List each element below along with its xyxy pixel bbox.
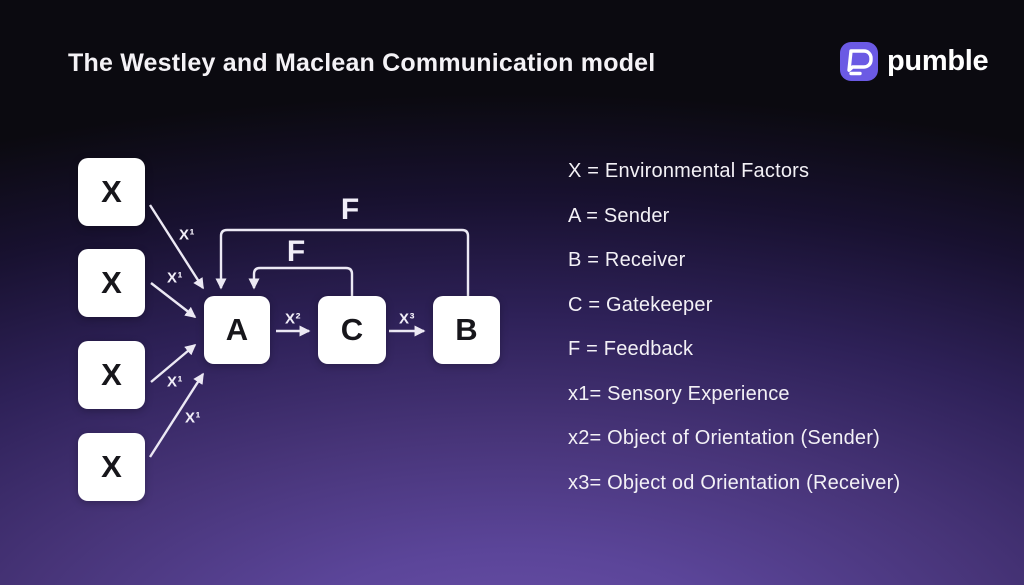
legend-item-x1: x1= Sensory Experience (568, 382, 790, 405)
brand-wordmark: pumble (887, 45, 989, 77)
legend: X = Environmental Factors A = Sender B =… (568, 159, 900, 495)
legend-item-c: C = Gatekeeper (568, 293, 713, 316)
legend-item-x: X = Environmental Factors (568, 160, 810, 182)
label-x1-top: X¹ (179, 226, 195, 244)
feedback-loop-outer (215, 228, 470, 296)
label-feedback-outer: F (340, 193, 360, 226)
node-environment-4: X (78, 433, 145, 501)
brand-logo: pumble (840, 42, 989, 81)
page-title: The Westley and Maclean Communication mo… (68, 49, 656, 77)
node-sender: A (204, 296, 270, 364)
node-gatekeeper: C (318, 296, 386, 364)
node-receiver: B (433, 296, 500, 364)
legend-item-b: B = Receiver (568, 249, 686, 271)
legend-item-a: A = Sender (568, 204, 670, 227)
node-environment-2: X (78, 249, 145, 317)
feedback-loop-inner (248, 266, 354, 296)
label-x1-upper: X¹ (167, 269, 183, 287)
node-environment-3: X (78, 341, 145, 409)
node-environment-1: X (78, 158, 145, 226)
label-x3: X³ (399, 310, 415, 328)
label-x1-lower: X¹ (167, 373, 183, 391)
legend-item-f: F = Feedback (568, 338, 694, 360)
label-x1-bottom: X¹ (185, 409, 201, 427)
legend-item-x3: x3= Object od Orientation (Receiver) (568, 471, 901, 494)
label-x2: X² (285, 310, 301, 328)
speech-bubble-icon (840, 42, 878, 81)
arrow-x1-upper (150, 282, 197, 318)
label-feedback-inner: F (286, 235, 306, 268)
legend-item-x2: x2= Object of Orientation (Sender) (568, 427, 880, 449)
